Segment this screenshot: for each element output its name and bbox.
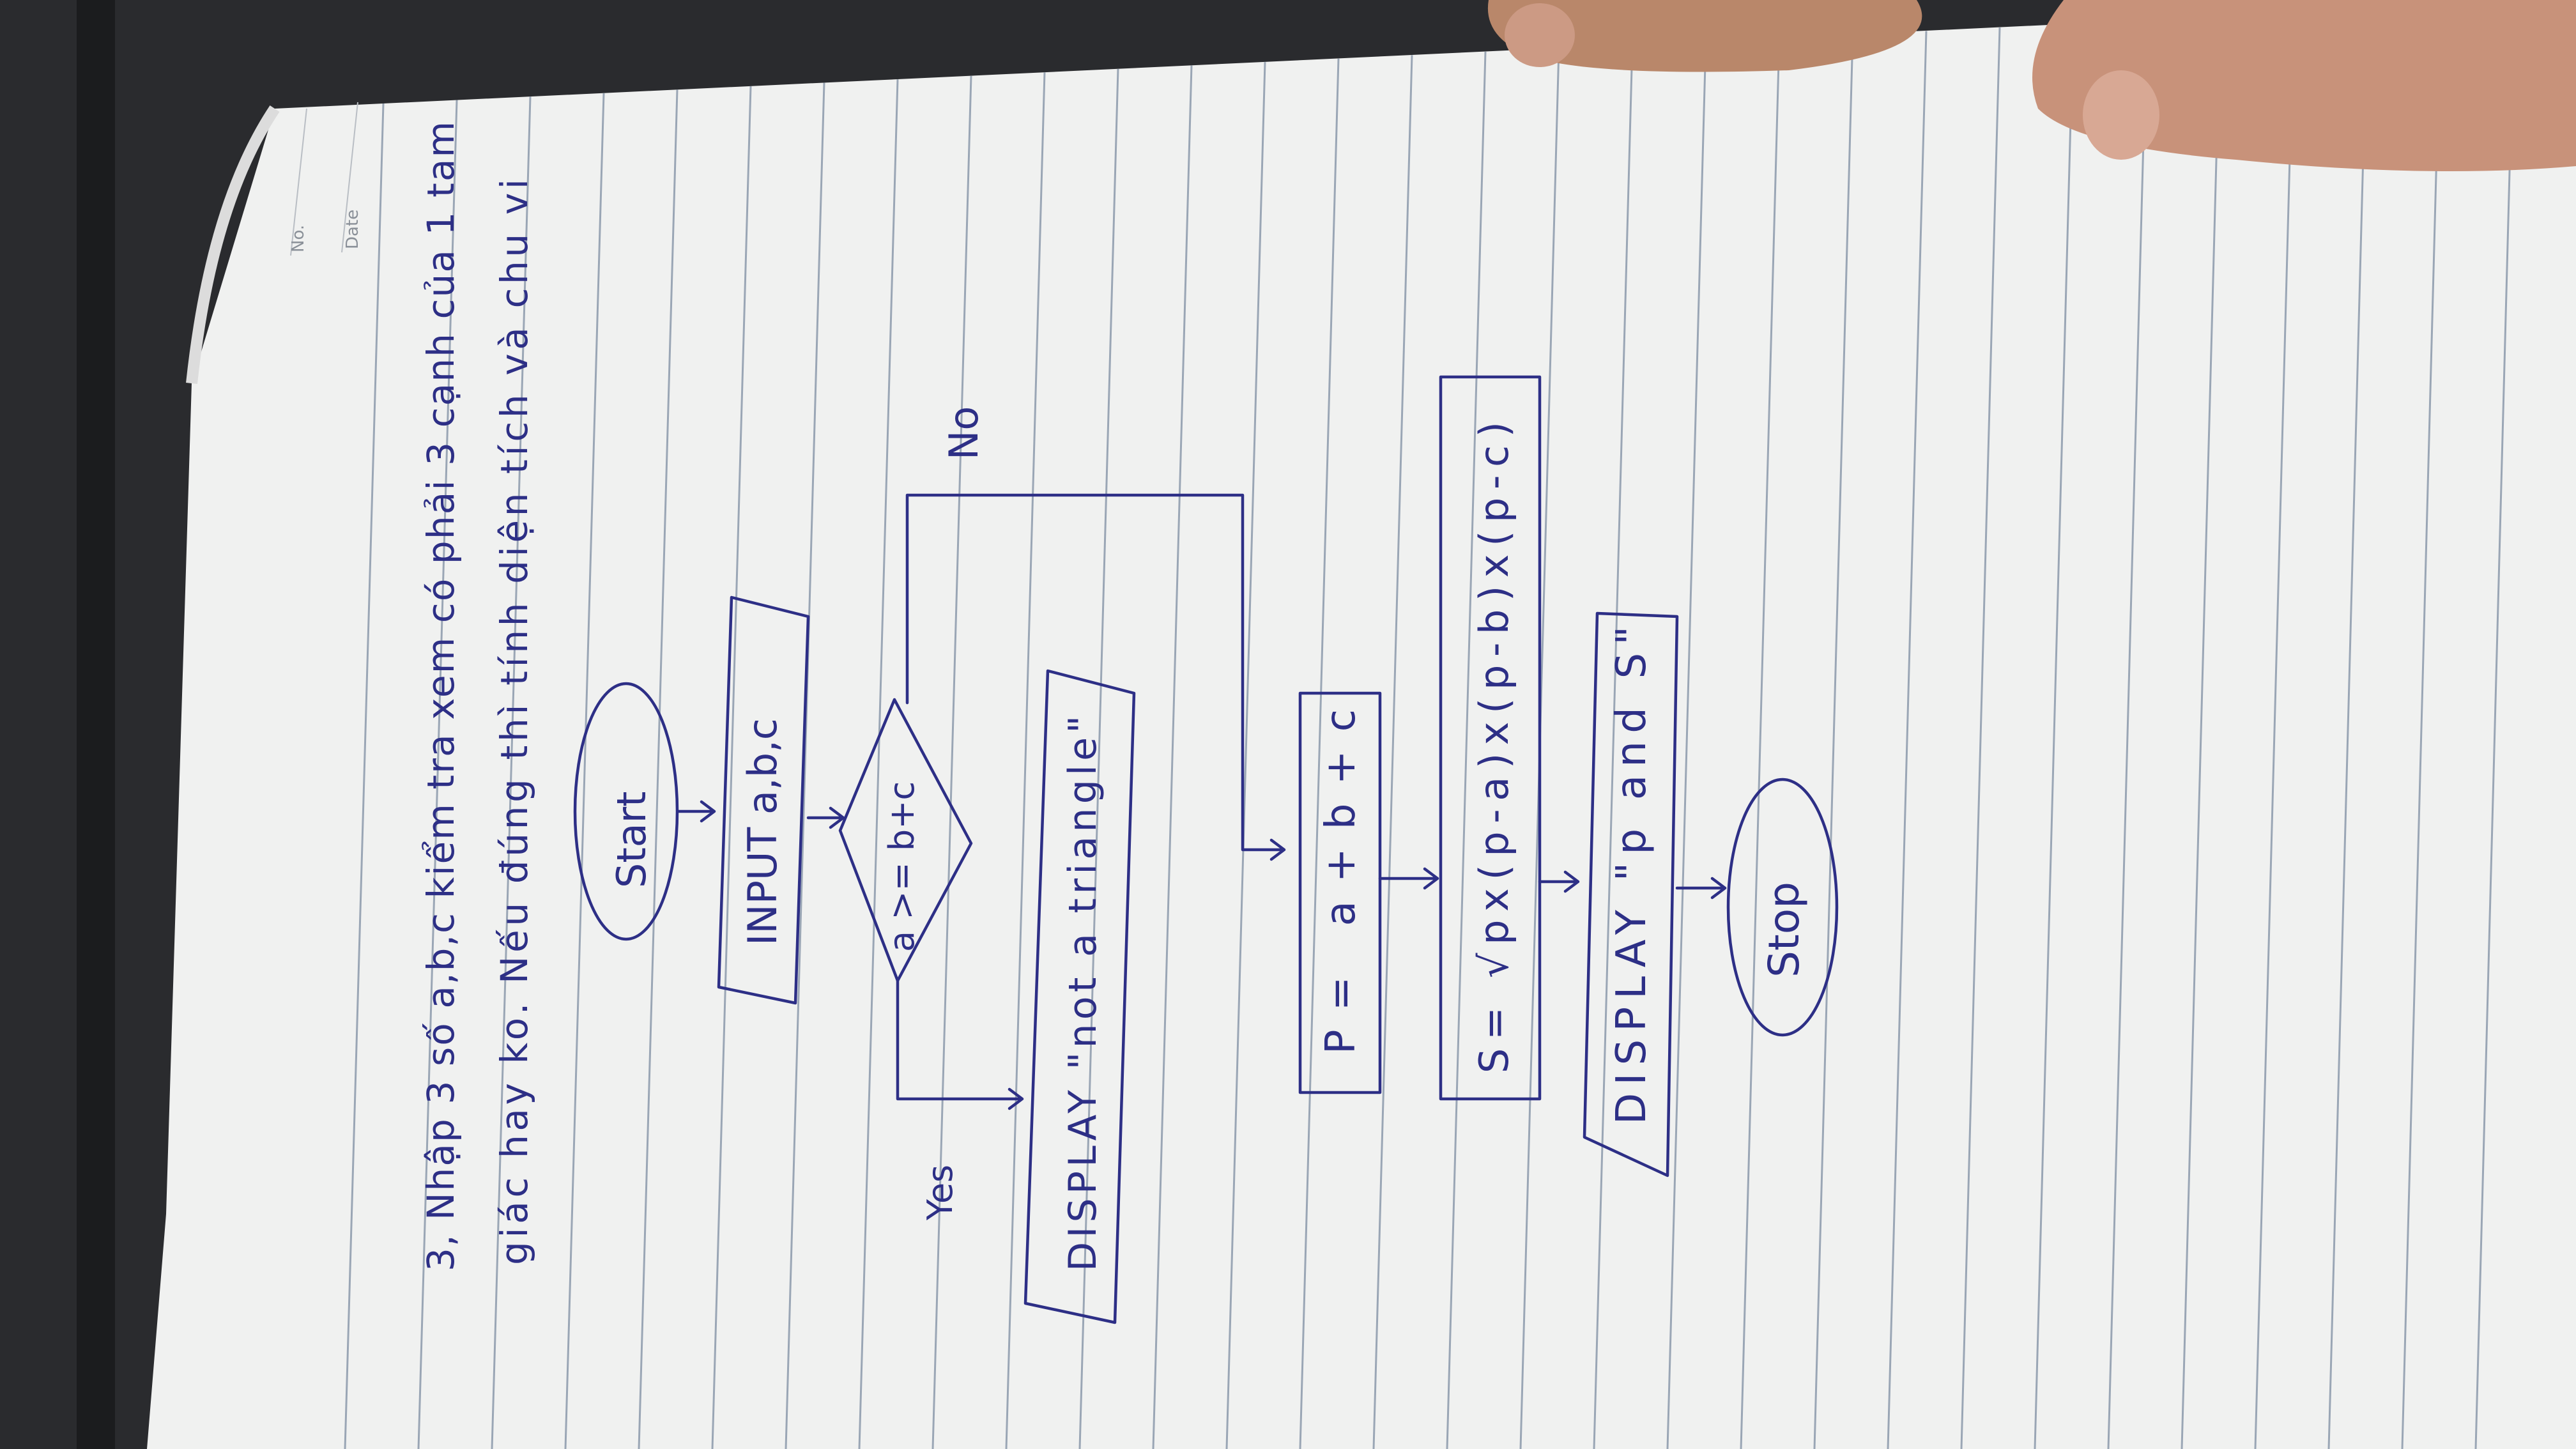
display-result-label: DISPLAY "p and S" — [1608, 626, 1655, 1124]
ruled-line — [1960, 27, 2001, 1449]
ruled-line — [931, 75, 972, 1449]
arrow-display-stop — [1675, 877, 1727, 900]
arrow-p-s — [1378, 867, 1439, 890]
notebook-page — [147, 0, 2576, 1449]
page-curl — [186, 105, 280, 384]
decision-diamond: a >= b+c — [838, 698, 973, 983]
ruled-line — [1446, 51, 1487, 1449]
arrow-no-branch — [905, 493, 1286, 861]
arrow-yes-branch — [896, 979, 1024, 1110]
ruled-line — [2107, 20, 2148, 1449]
ruled-line — [1078, 68, 1119, 1449]
ruled-line — [1372, 55, 1413, 1449]
ruled-line — [2327, 10, 2368, 1449]
start-label: Start — [608, 792, 655, 888]
arrow-s-display — [1538, 870, 1580, 893]
ruled-line — [564, 93, 605, 1449]
perimeter-box: P= a+b+c — [1298, 691, 1382, 1094]
ruled-line — [785, 82, 825, 1449]
ruled-line — [491, 96, 532, 1449]
stop-label: Stop — [1759, 882, 1809, 977]
header-date-label: Date — [343, 210, 362, 249]
binding-shadow — [77, 0, 115, 1449]
ruled-line — [1225, 62, 1266, 1449]
perimeter-label: P= a+b+c — [1317, 709, 1365, 1054]
no-label: No — [940, 406, 987, 460]
decision-label: a >= b+c — [882, 781, 922, 952]
ruled-line — [417, 100, 458, 1449]
ruled-line — [1152, 65, 1193, 1449]
problem-statement: 3, Nhập 3 số a,b,c kiểm tra xem có phải … — [419, 121, 536, 1271]
ruled-line — [711, 86, 752, 1449]
ruled-line — [1666, 41, 1707, 1449]
hand-finger — [1487, 0, 2576, 171]
ruled-lines — [344, 3, 2515, 1449]
arrow-start-input — [677, 800, 716, 823]
yes-label: Yes — [920, 1165, 960, 1221]
ruled-line — [1740, 38, 1781, 1449]
ruled-line — [1887, 31, 1928, 1449]
ruled-line — [1005, 72, 1046, 1449]
stop-terminal: Stop — [1726, 778, 1839, 1037]
ruled-line — [2401, 6, 2442, 1449]
ruled-line — [1299, 58, 1340, 1449]
problem-line-1: 3, Nhập 3 số a,b,c kiểm tra xem có phải … — [419, 121, 463, 1271]
arrow-input-decision — [806, 806, 845, 829]
ruled-line — [2181, 17, 2221, 1449]
ruled-line — [1813, 34, 1854, 1449]
header-no-label: No. — [289, 225, 308, 252]
ruled-line — [2254, 13, 2295, 1449]
ruled-line — [2474, 3, 2515, 1449]
header-area: No. Date — [289, 102, 362, 256]
ruled-line — [1593, 45, 1634, 1449]
problem-line-2: giác hay ko. Nếu đúng thì tính diện tích… — [493, 179, 536, 1265]
ruled-line — [638, 89, 678, 1449]
ruled-line — [2034, 24, 2074, 1449]
input-label: INPUT a,b,c — [739, 718, 786, 946]
ruled-line — [858, 79, 899, 1449]
input-box: INPUT a,b,c — [717, 595, 810, 1005]
display-result-box: DISPLAY "p and S" — [1583, 611, 1679, 1177]
ruled-line — [344, 103, 385, 1449]
